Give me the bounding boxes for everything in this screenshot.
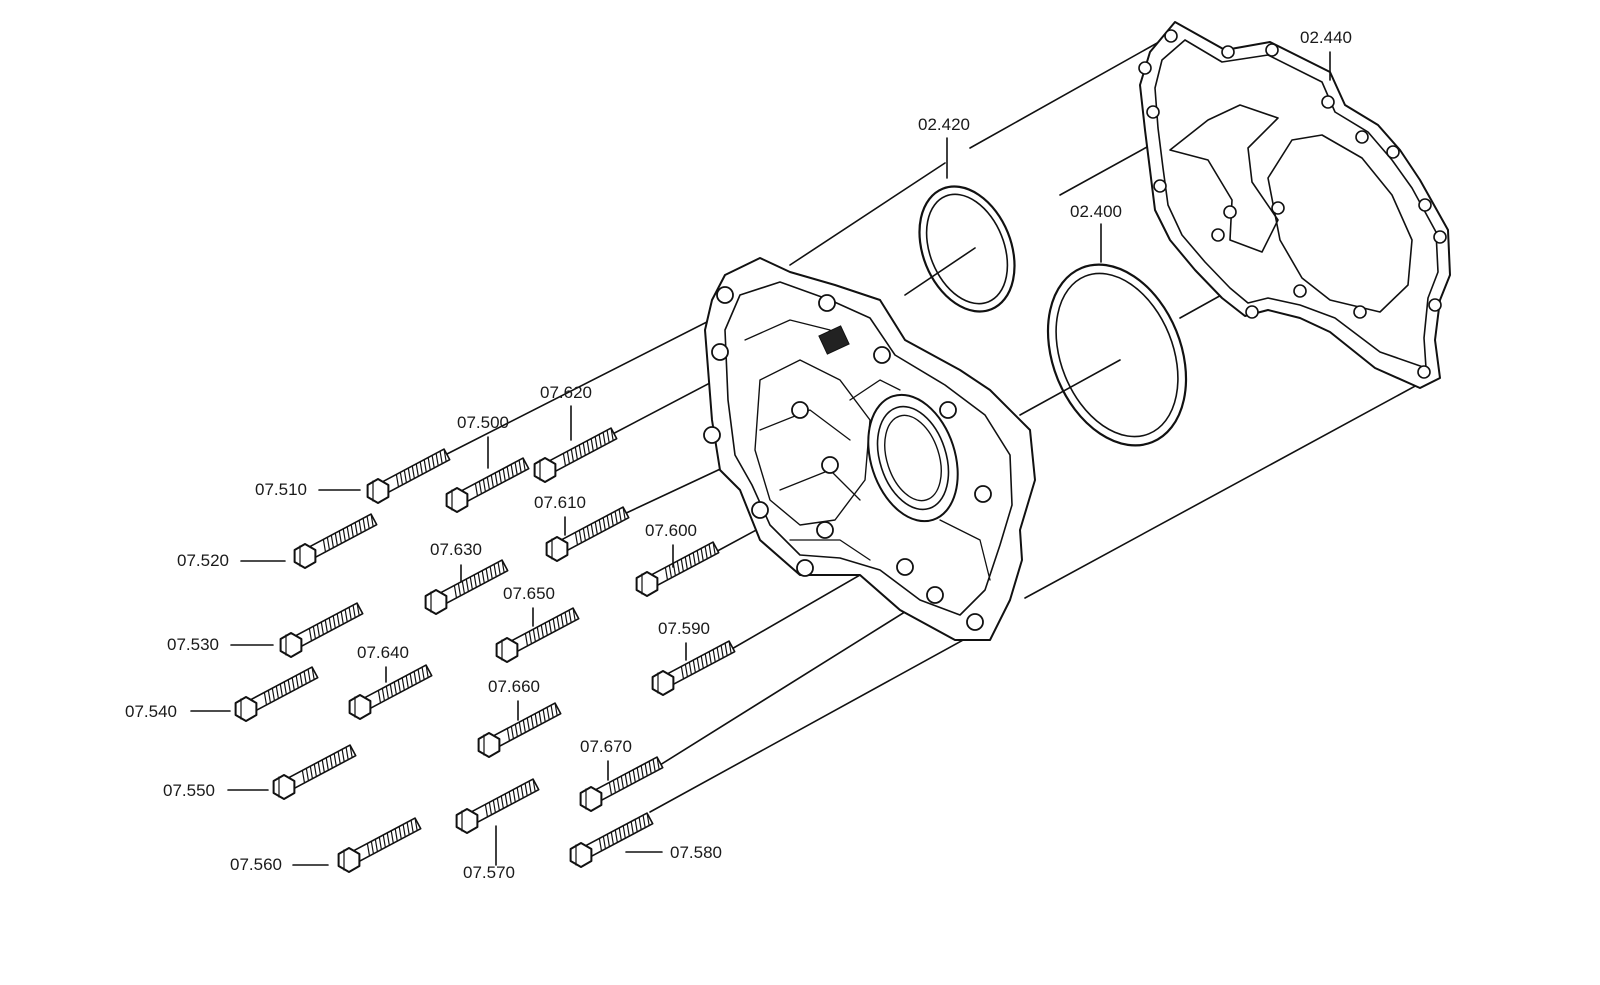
label-07670: 07.670 [580, 737, 632, 756]
label-02420: 02.420 [918, 115, 970, 134]
label-07540: 07.540 [125, 702, 177, 721]
bolt-07510 [366, 448, 451, 504]
bolt-07590 [651, 640, 736, 696]
label-07610: 07.610 [534, 493, 586, 512]
bolt-07520 [293, 513, 378, 569]
bolt-07630 [424, 559, 509, 615]
label-07520: 07.520 [177, 551, 229, 570]
label-07530: 07.530 [167, 635, 219, 654]
seal-ring-02400 [1046, 263, 1188, 447]
bolt-07620 [533, 427, 618, 483]
bolt-07540 [234, 666, 319, 722]
seal-ring-02420 [918, 185, 1016, 313]
label-07550: 07.550 [163, 781, 215, 800]
label-02400: 02.400 [1070, 202, 1122, 221]
bolt-07560 [337, 817, 422, 873]
gasket-02440 [1138, 21, 1451, 389]
label-07660: 07.660 [488, 677, 540, 696]
label-07560: 07.560 [230, 855, 282, 874]
bolt-group [234, 427, 736, 873]
bolt-07600 [635, 541, 720, 597]
label-07570: 07.570 [463, 863, 515, 882]
bolt-07530 [279, 602, 364, 658]
bolt-07550 [272, 744, 357, 800]
leader-lines [190, 51, 1331, 866]
bolt-07610 [545, 506, 630, 562]
bolt-07650 [495, 607, 580, 663]
bolt-07640 [348, 664, 433, 720]
label-07650: 07.650 [503, 584, 555, 603]
label-02440: 02.440 [1300, 28, 1352, 47]
label-07630: 07.630 [430, 540, 482, 559]
label-07510: 07.510 [255, 480, 307, 499]
label-07500: 07.500 [457, 413, 509, 432]
bolt-07670 [579, 756, 664, 812]
label-07580: 07.580 [670, 843, 722, 862]
bolt-07580 [569, 812, 654, 868]
label-07620: 07.620 [540, 383, 592, 402]
bolt-07570 [455, 778, 540, 834]
bolt-07500 [445, 457, 530, 513]
housing-cover [703, 257, 1036, 641]
label-07640: 07.640 [357, 643, 409, 662]
label-07590: 07.590 [658, 619, 710, 638]
part-labels: 02.440 02.420 02.400 07.620 07.500 07.51… [125, 28, 1352, 882]
bolt-07660 [477, 702, 562, 758]
label-07600: 07.600 [645, 521, 697, 540]
